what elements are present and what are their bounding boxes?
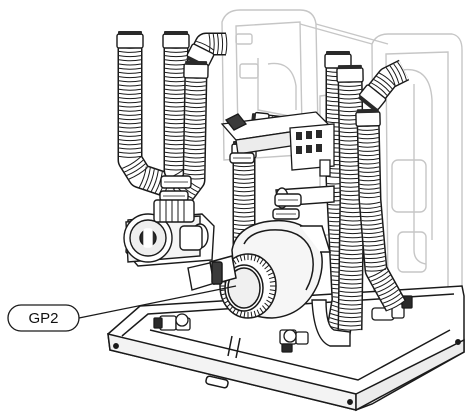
valve-left <box>153 313 191 331</box>
coupling-right-lower <box>272 208 300 220</box>
gp2-pump-assembly <box>209 219 332 319</box>
callout-label-box <box>7 304 80 332</box>
hose-right-4 <box>355 108 407 312</box>
coupling-center <box>229 152 255 164</box>
coupling-left-upper <box>160 175 192 189</box>
hose-right-3 <box>358 59 410 112</box>
upper-circulation-pump <box>123 199 215 267</box>
manifold-block <box>220 111 335 177</box>
hose-right-2 <box>336 64 365 331</box>
callout-label-gp2: GP2 <box>28 310 58 327</box>
hose-left-1 <box>116 31 174 198</box>
valve-middle <box>279 329 309 353</box>
drain-valves <box>153 295 413 353</box>
hose-couplings <box>159 152 302 220</box>
valve-right <box>371 295 413 321</box>
coupling-right-upper <box>274 193 302 207</box>
callout-gp2: GP2 <box>7 285 237 332</box>
callout-leader-line <box>78 285 237 319</box>
